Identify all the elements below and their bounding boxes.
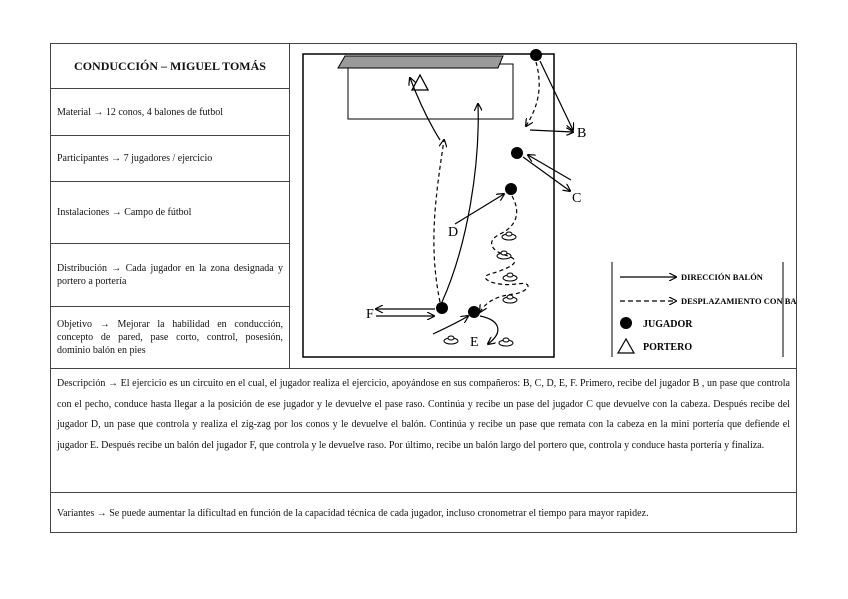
variants-section: Variantes → Se puede aumentar la dificul… xyxy=(51,494,796,532)
info-column: CONDUCCIÓN – MIGUEL TOMÁS Material → 12 … xyxy=(51,44,290,368)
legend-jugador-icon xyxy=(620,317,632,329)
participantes-text: Participantes → 7 jugadores / ejercicio xyxy=(57,153,213,164)
label-b: B xyxy=(577,126,586,141)
legend-portero-icon xyxy=(616,337,636,354)
legend-desplazamiento: DESPLAZAMIENTO CON BALÓN xyxy=(681,296,796,306)
player-c-icon xyxy=(511,147,523,159)
label-c: C xyxy=(572,191,581,206)
arrow-b-drive xyxy=(526,61,540,126)
label-f: F xyxy=(366,307,374,322)
description-section: Descripción → El ejercicio es un circuit… xyxy=(51,368,796,493)
exercise-diagram: B C D E F DIRECC xyxy=(290,44,796,368)
goal-bar xyxy=(337,55,504,69)
legend-jugador: JUGADOR xyxy=(643,319,693,330)
material-text: Material → 12 conos, 4 balones de futbol xyxy=(57,106,224,118)
arrow-c-pass xyxy=(522,156,570,191)
player-start-icon xyxy=(436,302,448,314)
player-b-icon xyxy=(530,49,542,61)
arrow-shot xyxy=(410,78,441,141)
distribucion-row: Distribución → Cada jugador en la zona d… xyxy=(51,244,290,307)
arrow-long-ball xyxy=(441,104,478,303)
player-d-icon xyxy=(505,183,517,195)
objetivo-row: Objetivo → Mejorar la habilidad en condu… xyxy=(51,307,290,368)
legend-portero: PORTERO xyxy=(643,342,692,353)
goal-area xyxy=(347,63,514,120)
arrow-e-header xyxy=(479,315,499,344)
arrow-b-pass xyxy=(539,60,573,130)
exercise-title: CONDUCCIÓN – MIGUEL TOMÁS xyxy=(51,44,290,89)
instalaciones-text: Instalaciones → Campo de fútbol xyxy=(57,207,192,218)
arrow-drive-to-goal xyxy=(433,140,444,303)
distribucion-text: Distribución → Cada jugador en la zona d… xyxy=(57,263,283,287)
arrow-c-return xyxy=(528,155,572,181)
field-boundary xyxy=(302,53,555,358)
legend-direccion: DIRECCIÓN BALÓN xyxy=(681,272,764,282)
participantes-row: Participantes → 7 jugadores / ejercicio xyxy=(51,136,290,182)
diagram-svg: B C D E F DIRECC xyxy=(302,49,796,358)
instalaciones-row: Instalaciones → Campo de fútbol xyxy=(51,182,290,244)
arrow-b-return xyxy=(529,130,573,132)
label-e: E xyxy=(470,335,479,350)
arrow-zigzag xyxy=(480,195,529,312)
material-row: Material → 12 conos, 4 balones de futbol xyxy=(51,89,290,136)
arrow-d-pass xyxy=(454,194,504,225)
cones xyxy=(443,231,518,347)
variants-text: Variantes → Se puede aumentar la dificul… xyxy=(57,507,649,519)
exercise-sheet: CONDUCCIÓN – MIGUEL TOMÁS Material → 12 … xyxy=(50,43,797,533)
objetivo-text: Objetivo → Mejorar la habilidad en condu… xyxy=(57,319,283,356)
exercise-title-text: CONDUCCIÓN – MIGUEL TOMÁS xyxy=(74,58,266,73)
arrow-e-pass xyxy=(432,316,468,335)
player-e-icon xyxy=(468,306,480,318)
label-d: D xyxy=(448,225,458,240)
description-text: Descripción → El ejercicio es un circuit… xyxy=(57,378,790,451)
